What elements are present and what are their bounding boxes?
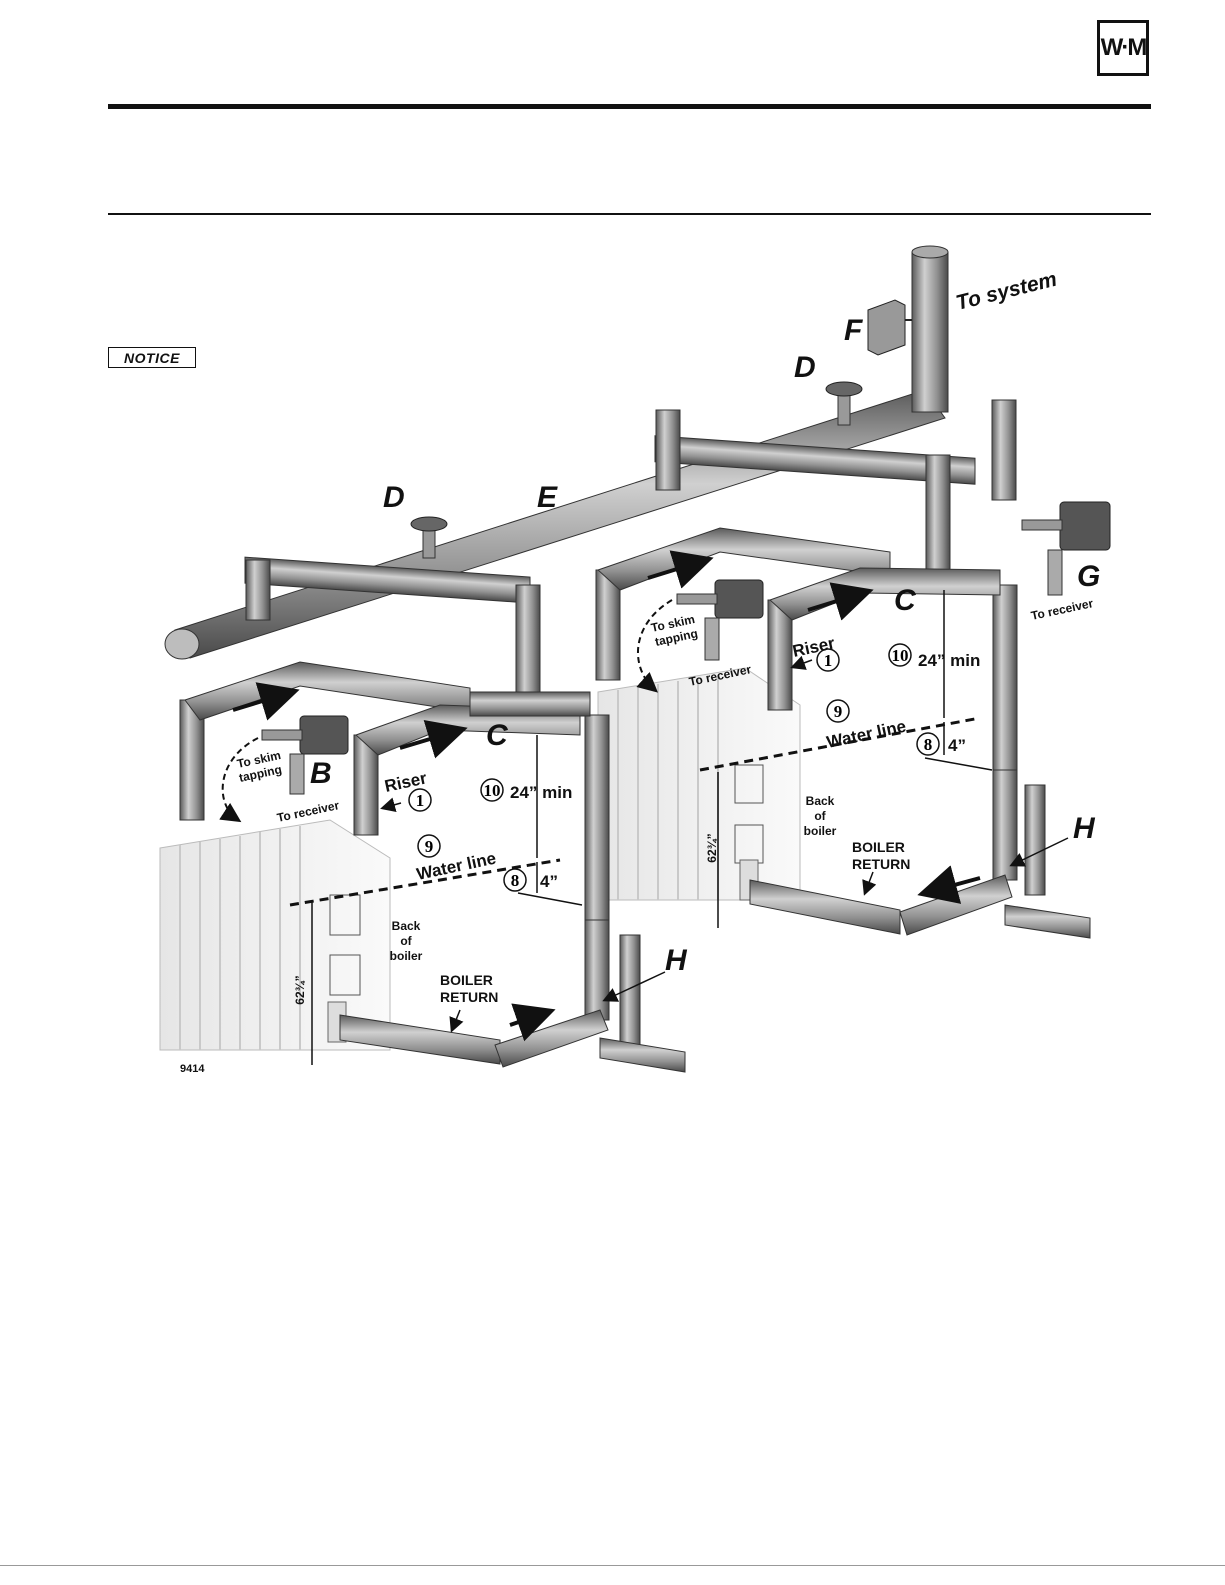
boiler-return-right-2: RETURN bbox=[852, 856, 910, 872]
boiler-return-left-1: BOILER bbox=[440, 972, 493, 988]
boiler-left bbox=[160, 820, 390, 1050]
four-in-label-left: 4” bbox=[540, 872, 558, 891]
height-label-right: 62¾” bbox=[705, 833, 719, 862]
label-b: B bbox=[310, 757, 332, 790]
label-h-right: H bbox=[1073, 812, 1096, 845]
back-left: Back bbox=[392, 919, 421, 933]
figure-number: 9414 bbox=[180, 1063, 205, 1075]
callout-8-left: 8 bbox=[511, 871, 520, 890]
header-pipe-e bbox=[165, 390, 945, 659]
label-d-right: D bbox=[794, 351, 816, 384]
to-receiver-g: To receiver bbox=[1030, 596, 1095, 623]
boiler-left-label: boiler bbox=[390, 949, 423, 963]
callout-10-left: 10 bbox=[484, 781, 501, 800]
callout-1-left: 1 bbox=[416, 791, 425, 810]
min24-label-left: 24” min bbox=[510, 783, 572, 802]
label-g: G bbox=[1077, 560, 1100, 593]
footer-rule bbox=[0, 1565, 1225, 1566]
callout-9-left: 9 bbox=[425, 837, 434, 856]
of-left: of bbox=[400, 934, 412, 948]
min24-label-right: 24” min bbox=[918, 651, 980, 670]
label-c-left: C bbox=[486, 719, 509, 752]
four-in-label-right: 4” bbox=[948, 736, 966, 755]
to-system-label: To system bbox=[954, 268, 1060, 315]
back-right: Back bbox=[806, 794, 835, 808]
label-h-left: H bbox=[665, 944, 688, 977]
boiler-return-right-1: BOILER bbox=[852, 839, 905, 855]
control-f bbox=[868, 300, 912, 355]
callout-9-right: 9 bbox=[834, 702, 843, 721]
callout-10-right: 10 bbox=[892, 646, 909, 665]
label-d-left: D bbox=[383, 481, 405, 514]
label-f: F bbox=[844, 314, 863, 347]
label-e: E bbox=[537, 481, 558, 514]
of-right: of bbox=[814, 809, 826, 823]
boiler-right-label: boiler bbox=[804, 824, 837, 838]
callout-8-right: 8 bbox=[924, 735, 933, 754]
label-c-right: C bbox=[894, 584, 917, 617]
height-label-left: 62¾” bbox=[293, 975, 307, 1004]
boiler-return-left-2: RETURN bbox=[440, 989, 498, 1005]
